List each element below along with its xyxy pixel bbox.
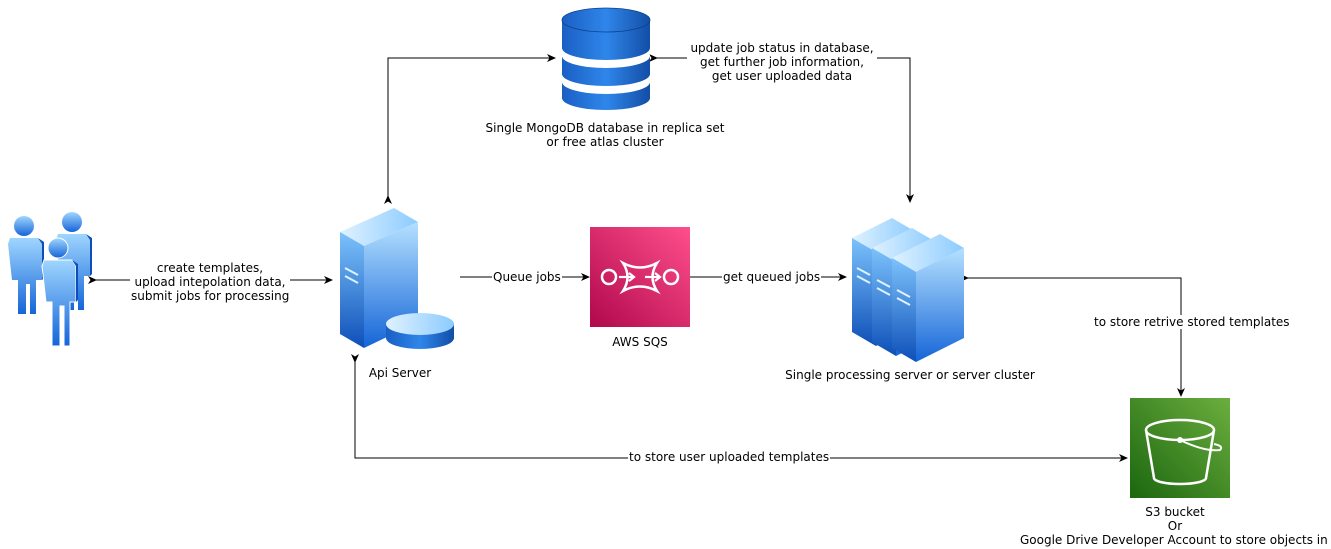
- server-cluster-icon: [852, 218, 964, 362]
- sqs-processing-edge-label: get queued jobs: [722, 270, 822, 284]
- db-processing-edge-label: update job status in database, get furth…: [687, 41, 877, 83]
- database-label: Single MongoDB database in replica set o…: [480, 121, 730, 149]
- api-server-label: Api Server: [368, 366, 432, 380]
- users-icon: [8, 212, 92, 347]
- processing-server-label: Single processing server or server clust…: [785, 368, 1035, 382]
- database-label-line: or free atlas cluster: [546, 135, 664, 149]
- edge-label-line: update job status in database,: [687, 41, 877, 55]
- sqs-label: AWS SQS: [612, 335, 668, 349]
- api-sqs-edge-label: Queue jobs: [492, 270, 562, 284]
- s3-label-line: S3 bucket: [1145, 505, 1205, 519]
- edge-label-line: create templates,: [130, 261, 290, 275]
- server-database-icon: [340, 208, 454, 349]
- database-label-line: Single MongoDB database in replica set: [485, 121, 725, 135]
- edge-api-s3: [351, 354, 1128, 462]
- edge-label-line: get user uploaded data: [687, 69, 877, 83]
- edge-label-line: get further job information,: [687, 55, 877, 69]
- processing-s3-edge-label: to store retrive stored templates: [1093, 315, 1291, 329]
- api-s3-edge-label: to store user uploaded templates: [628, 450, 831, 464]
- s3-label-line: Google Drive Developer Account to store …: [1020, 533, 1331, 547]
- s3-label-line: Or: [1167, 519, 1183, 533]
- users-api-edge-label: create templates, upload intepolation da…: [130, 261, 290, 303]
- edge-processing-s3: [960, 274, 1185, 397]
- edge-label-line: submit jobs for processing: [130, 289, 290, 303]
- s3-bucket-icon: [1130, 398, 1230, 498]
- database-icon: [561, 7, 651, 110]
- edge-api-db: [384, 54, 556, 204]
- sqs-icon: [590, 227, 690, 327]
- edge-label-line: upload intepolation data,: [130, 275, 290, 289]
- s3-label: S3 bucket Or Google Drive Developer Acco…: [1020, 505, 1331, 547]
